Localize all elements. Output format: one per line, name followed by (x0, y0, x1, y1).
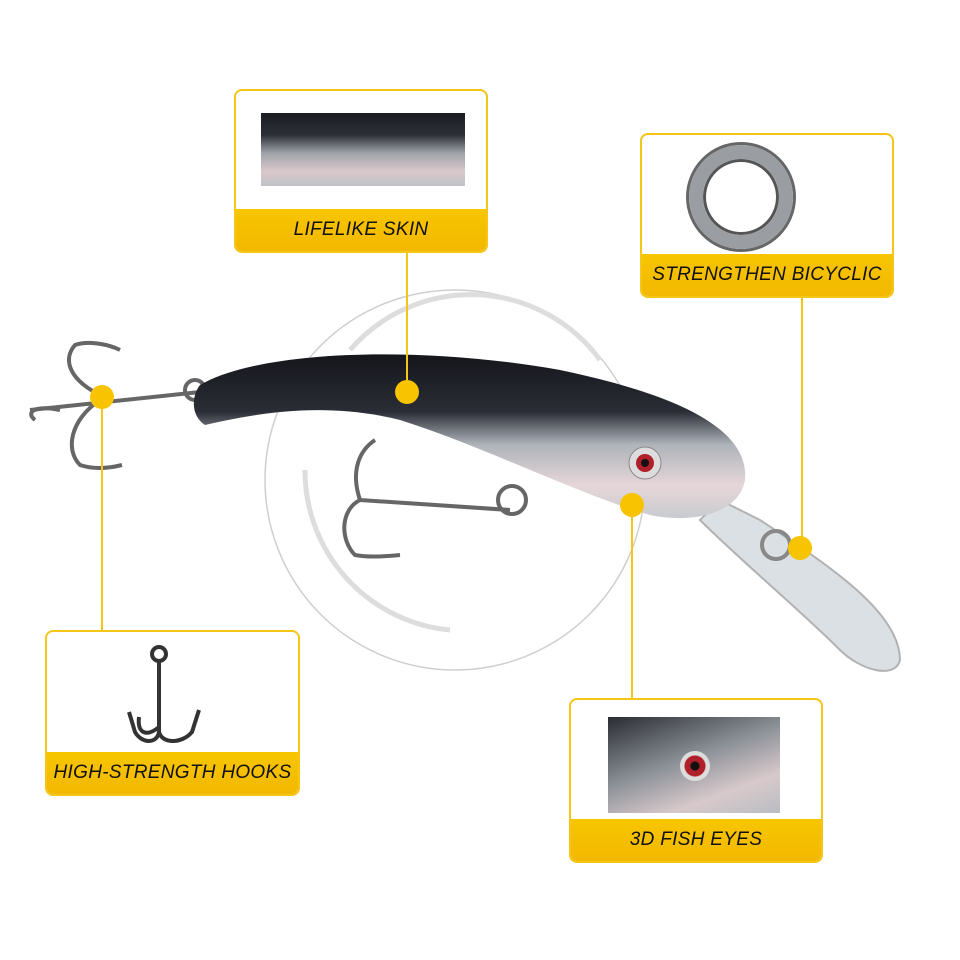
callout-label: LIFELIKE SKIN (293, 219, 429, 240)
callout-3d-fish-eyes: 3D FISH EYES (569, 698, 823, 863)
fish-eye-pupil (641, 459, 649, 467)
connector-line (406, 252, 408, 392)
callout-dot (620, 493, 644, 517)
callout-label: HIGH-STRENGTH HOOKS (53, 762, 292, 783)
lure-skin-closeup-icon (261, 113, 465, 186)
callout-dot (788, 536, 812, 560)
callout-lifelike-skin: LIFELIKE SKIN (234, 89, 488, 253)
background-arc (302, 469, 451, 633)
callout-label: STRENGTHEN BICYCLIC (652, 264, 882, 285)
connector-line (101, 397, 103, 630)
callout-label: 3D FISH EYES (629, 829, 763, 850)
lure-lip (698, 498, 902, 672)
callout-dot (395, 380, 419, 404)
belly-hook-icon (342, 438, 528, 559)
callout-dot (90, 385, 114, 409)
treble-hook-icon (127, 645, 201, 743)
connector-line (801, 297, 803, 548)
callout-strengthen-bicyclic: STRENGTHEN BICYCLIC (640, 133, 894, 298)
fish-eye-closeup-icon (608, 717, 780, 813)
callout-high-strength-hooks: HIGH-STRENGTH HOOKS (45, 630, 300, 796)
split-ring-icon (689, 145, 793, 249)
rear-hook-icon (29, 340, 207, 470)
background-arc (348, 292, 603, 362)
connector-line (631, 505, 633, 698)
lure-body (193, 354, 746, 519)
